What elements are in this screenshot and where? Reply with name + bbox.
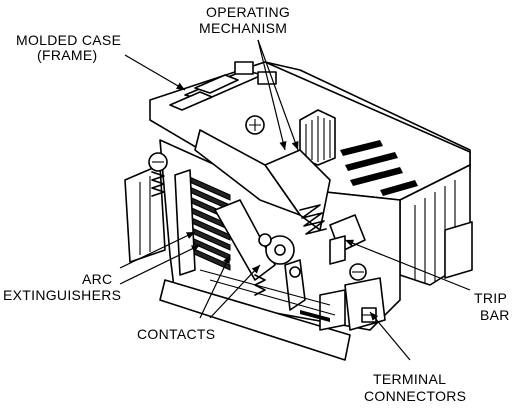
label-molded-case-line2: (FRAME) [37, 47, 97, 63]
breaker-body [124, 61, 473, 361]
label-terminal-line2: CONNECTORS [364, 388, 466, 404]
label-trip-line1: TRIP [474, 290, 507, 306]
label-arc-line1: ARC [82, 271, 112, 287]
leader-lines [119, 39, 471, 361]
label-operating-line1: OPERATING [206, 4, 290, 20]
label-arc-line2: EXTINGUISHERS [3, 287, 121, 303]
label-trip-line2: BAR [480, 307, 510, 323]
label-molded-case-line1: MOLDED CASE [16, 32, 121, 48]
label-contacts: CONTACTS [137, 326, 215, 342]
label-terminal-line1: TERMINAL [373, 371, 446, 387]
label-operating-line2: MECHANISM [199, 20, 287, 36]
